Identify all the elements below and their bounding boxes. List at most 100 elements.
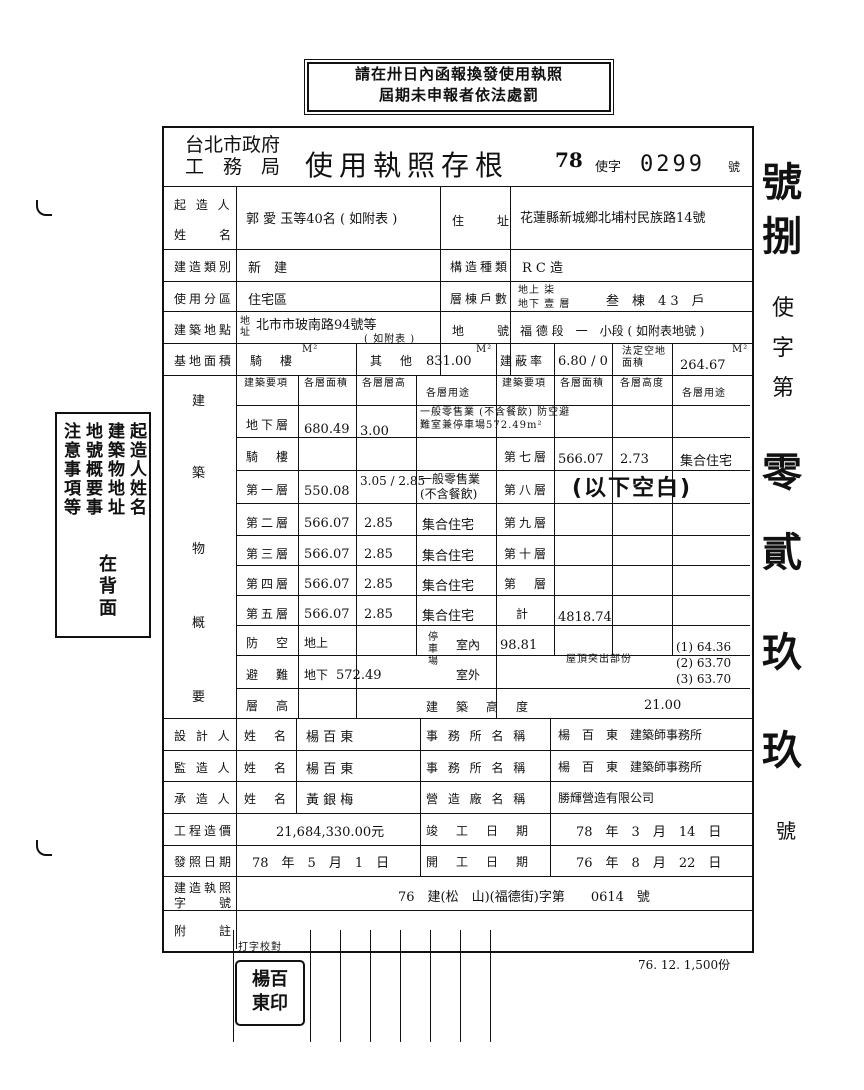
designer-name-label: 姓 名 <box>244 729 290 743</box>
top-notice-line1: 請在卅日內函報換發使用執照 <box>354 65 563 83</box>
punch-mark <box>36 200 52 216</box>
margin-char: 第 <box>772 376 795 401</box>
grid-line <box>510 186 511 375</box>
use-zone-label: 使用分區 <box>174 292 235 306</box>
grid-line <box>612 343 613 655</box>
grid-line <box>162 718 752 719</box>
refuge-label: 避 難 <box>246 668 292 682</box>
permit-year: 78 <box>555 148 583 172</box>
section-side-label: 物 <box>192 542 209 557</box>
owner-label-bottom: 姓 名 <box>174 228 235 242</box>
supervisor-firm: 楊 百 東 建築師事務所 <box>558 760 703 774</box>
grid-line <box>356 343 357 718</box>
seal-text: 楊百東印 <box>252 969 288 1014</box>
grid-line <box>460 930 461 1042</box>
section-side-label: 建 <box>192 394 209 409</box>
floor-use: 集合住宅 <box>422 549 475 564</box>
margin-char: 字 <box>772 336 795 361</box>
permit-ref-value: 76 建(松 山)(福德街)字第 0614 號 <box>398 890 650 905</box>
floor-area-right: 566.07 <box>558 452 604 467</box>
roof-protrusion-2: (2) 63.70 <box>676 656 732 670</box>
address-value: 花蓮縣新城鄉北埔村民族路14號 <box>520 211 706 226</box>
grid-line <box>236 437 750 438</box>
floor-item: 第五層 <box>246 607 292 621</box>
agency-line2: 工 務 局 <box>185 156 281 178</box>
notice-col: 起造人姓名 <box>126 422 146 517</box>
grid-line <box>162 186 752 187</box>
contractor-firm: 勝輝營造有限公司 <box>558 791 655 805</box>
cost-label: 工程造價 <box>174 824 235 838</box>
notice-tail: 在背面 <box>96 554 117 620</box>
floor-height-label: 層 高 <box>246 699 292 713</box>
grid-line <box>236 186 237 949</box>
grid-line <box>490 930 491 1042</box>
owner-label-top: 起 造 人 <box>174 198 233 212</box>
grid-line <box>162 311 752 312</box>
floor-use-right: 集合住宅 <box>680 454 733 469</box>
issue-date: 78 年 5 月 1 日 <box>252 856 390 871</box>
architect-seal: 楊百東印 <box>235 960 305 1026</box>
notice-col: 地號概要事 <box>82 422 102 517</box>
contractor-name: 黃 銀 梅 <box>306 793 354 808</box>
address-label: 住 址 <box>452 214 513 228</box>
legal-open-value: 264.67 <box>680 358 726 373</box>
grid-line <box>236 688 750 689</box>
roof-protrusion-1: (1) 64.36 <box>676 640 732 654</box>
floor-item: 第四層 <box>246 577 292 591</box>
unit-m2: M² <box>732 344 749 355</box>
designer-role: 設 計 人 <box>174 729 233 743</box>
floor-item: 騎 樓 <box>246 450 292 464</box>
grid-line <box>162 910 752 911</box>
contractor-firm-label: 營 造 廠 名 稱 <box>426 792 529 806</box>
arcade-label: 騎 樓 <box>250 354 296 368</box>
typist-check-label: 打字校對 <box>238 942 282 953</box>
margin-char: 號 <box>762 159 802 206</box>
grid-line <box>496 343 497 718</box>
roof-protrusion-label: 屋頂突出部份 <box>566 654 632 665</box>
grid-line <box>440 186 441 375</box>
unit-m2: M² <box>476 344 493 355</box>
floor-area: 566.07 <box>304 577 350 592</box>
parking-outdoor-label: 室外 <box>456 668 481 682</box>
grid-line <box>162 375 752 376</box>
supervisor-name: 楊 百 東 <box>306 762 354 777</box>
designer-name: 楊 百 東 <box>306 730 354 745</box>
floor-use: 一般零售業 (不含餐飲) <box>420 472 481 501</box>
lot-label: 地 號 <box>452 324 513 338</box>
owner-name: 郭 愛 玉等40名 ( 如附表 ) <box>246 212 398 227</box>
floor-area: 550.08 <box>304 484 350 499</box>
parking-indoor-label: 室內 <box>456 638 481 652</box>
grid-line <box>672 343 673 655</box>
floor-item-right: 第八層 <box>504 483 550 497</box>
roof-protrusion-3: (3) 63.70 <box>676 672 732 686</box>
floor-use: 集合住宅 <box>422 579 475 594</box>
remark-label: 附 註 <box>174 924 235 938</box>
floors-label: 層棟戶數 <box>450 292 511 306</box>
floor-area: 680.49 <box>304 422 350 437</box>
grid-line <box>236 405 750 406</box>
permit-document-frame <box>162 126 754 953</box>
floor-use: 集合住宅 <box>422 609 475 624</box>
legal-open-label: 法定空地面積 <box>622 346 666 369</box>
build-type-label: 建造類別 <box>174 260 235 274</box>
grid-line <box>310 930 311 1042</box>
notice-box: 起造人姓名 建築物地址 地號概要事 注意事項等 在背面 <box>55 412 151 638</box>
base-area-label: 基地面積 <box>174 354 235 368</box>
grid-line <box>236 595 750 596</box>
site-prefix: 地址 <box>240 316 251 338</box>
grid-line <box>400 930 401 1042</box>
floor-item-right: 第 層 <box>504 577 550 591</box>
margin-char: 零 <box>762 449 802 496</box>
floor-area: 566.07 <box>304 516 350 531</box>
start-date: 76 年 8 月 22 日 <box>576 856 722 871</box>
floor-item: 第三層 <box>246 547 292 561</box>
coverage-label: 建蔽率 <box>500 354 546 368</box>
other-area: 831.00 <box>426 354 472 369</box>
grid-line <box>340 930 341 1042</box>
supervisor-name-label: 姓 名 <box>244 761 290 775</box>
floor-area: 566.07 <box>304 547 350 562</box>
build-type-value: 新 建 <box>248 261 288 276</box>
lot-value: 福 德 段 一 小段 ( 如附表地號 ) <box>520 324 705 338</box>
total-area: 4818.74 <box>558 610 612 625</box>
permit-suffix: 號 <box>728 160 741 174</box>
